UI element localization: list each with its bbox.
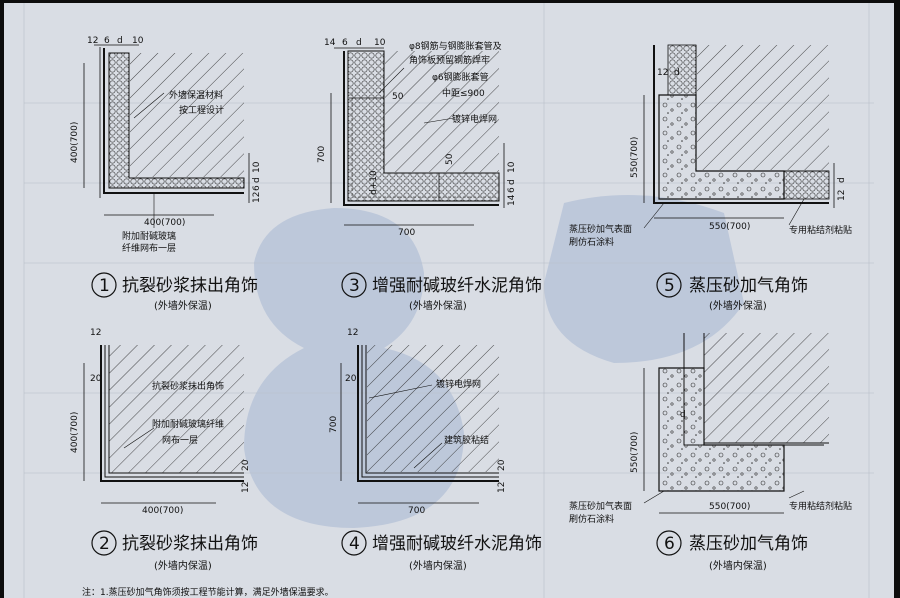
detail-1-number-badge: 1 <box>91 272 117 298</box>
detail-2-number-badge: 2 <box>91 530 117 556</box>
footnote: 注：1.蒸压砂加气角饰须按工程节能计算，满足外墙保温要求。 <box>82 586 334 598</box>
detail-3-label-1: φ8钢筋与钢膨胀套管及 <box>409 40 502 52</box>
detail-2-dim-vertical: 400(700) <box>70 412 80 453</box>
detail-6-drawing <box>643 333 829 514</box>
detail-4-subtitle: (外墙内保温) <box>409 559 467 572</box>
detail-3-dim-top-b: 6 <box>342 38 348 48</box>
detail-4-label-1: 镀锌电焊网 <box>436 378 481 390</box>
detail-6-label-3: 专用粘结剂粘贴 <box>789 500 852 512</box>
detail-6-number-badge: 6 <box>656 530 682 556</box>
detail-1-label-4: 纤维网布一层 <box>122 242 176 254</box>
svg-text:1: 1 <box>99 276 110 296</box>
detail-2-title: 抗裂砂浆抹出角饰 <box>122 534 258 554</box>
detail-6-label-2: 刷仿石涂料 <box>569 513 614 525</box>
detail-3-label-4: 中距≤900 <box>442 87 485 99</box>
detail-4-drawing <box>340 345 499 504</box>
detail-1-label-3: 附加耐碱玻璃 <box>122 230 176 242</box>
detail-3-dim-right-d: 14 <box>507 194 517 206</box>
detail-1-title: 抗裂砂浆抹出角饰 <box>122 276 258 296</box>
detail-2-label-2: 附加耐碱玻璃纤维 <box>152 418 224 430</box>
detail-5-label-2: 刷仿石涂料 <box>569 236 614 248</box>
detail-1-dim-top-c: d <box>117 36 123 46</box>
detail-2-dim-right-b: 12 <box>241 482 251 493</box>
detail-1-dim-top-b: 6 <box>104 36 110 46</box>
detail-4-label-2: 建筑胶粘结 <box>444 434 489 446</box>
detail-5-number-badge: 5 <box>656 272 682 298</box>
detail-1-dim-top-a: 12 <box>87 36 98 46</box>
svg-text:4: 4 <box>349 534 360 554</box>
detail-4-title: 增强耐碱玻纤水泥角饰 <box>372 534 542 554</box>
detail-6-dim-bottom: 550(700) <box>709 502 750 512</box>
detail-2-label-3: 网布一层 <box>162 434 198 446</box>
detail-5-subtitle: (外墙外保温) <box>709 299 767 312</box>
detail-5-label-1: 蒸压砂加气表面 <box>569 223 632 235</box>
detail-5-dim-bottom: 550(700) <box>709 222 750 232</box>
detail-5-drawing <box>643 44 835 229</box>
detail-3-label-5: 镀锌电焊网 <box>452 113 497 125</box>
detail-3-number-badge: 3 <box>341 272 367 298</box>
detail-1-dim-vertical: 400(700) <box>70 122 80 163</box>
detail-3-dim-right-a: 10 <box>507 161 517 173</box>
detail-5-dim-right-b: 12 <box>837 190 847 201</box>
detail-3-title: 增强耐碱玻纤水泥角饰 <box>372 276 542 296</box>
detail-3-dim-top-a: 14 <box>324 38 336 48</box>
detail-3-label-3: φ6钢膨胀套管 <box>432 71 489 83</box>
detail-3-label-2: 角饰板预留钢筋焊牢 <box>409 54 490 66</box>
detail-1-dim-top-d: 10 <box>132 36 144 46</box>
detail-1-dim-right-b: d <box>252 177 262 183</box>
detail-2-drawing <box>83 345 244 504</box>
detail-4-dim-right-b: 12 <box>497 482 507 493</box>
detail-3-dim-vertical: 700 <box>317 146 327 163</box>
detail-4-number-badge: 4 <box>341 530 367 556</box>
detail-2-dim-left-small: 20 <box>90 374 102 384</box>
detail-5-title: 蒸压砂加气角饰 <box>689 276 808 296</box>
detail-5-dim-top-a: 12 <box>657 68 668 78</box>
detail-6-label-1: 蒸压砂加气表面 <box>569 500 632 512</box>
detail-1-dim-right-c: 6 <box>252 185 262 191</box>
detail-1-dim-right-a: 10 <box>252 161 262 173</box>
detail-4-dim-right-a: 20 <box>497 459 507 471</box>
detail-4-dim-bottom: 700 <box>408 506 425 516</box>
drawing-sheet: 12 6 d 10 400(700) 10 d 6 12 400(700) 外墙… <box>4 3 894 598</box>
detail-6-subtitle: (外墙内保温) <box>709 559 767 572</box>
detail-2-dim-right-a: 20 <box>241 459 251 471</box>
detail-2-dim-top: 12 <box>90 328 101 338</box>
svg-text:5: 5 <box>664 276 675 296</box>
detail-1-label-2: 按工程设计 <box>179 104 224 116</box>
detail-3-subtitle: (外墙外保温) <box>409 299 467 312</box>
detail-3-drawing <box>330 47 505 226</box>
detail-1-drawing <box>83 44 250 228</box>
detail-3-dim-bottom: 700 <box>398 228 415 238</box>
detail-2-dim-bottom: 400(700) <box>142 506 183 516</box>
detail-4-dim-left-small: 20 <box>345 374 357 384</box>
detail-3-dim-right-c: 6 <box>507 187 517 193</box>
svg-text:2: 2 <box>99 534 110 554</box>
svg-text:3: 3 <box>349 276 360 296</box>
detail-2-label-1: 抗裂砂浆抹出角饰 <box>152 380 224 392</box>
detail-3-dim-right-b: d <box>507 179 517 185</box>
detail-4-dim-top: 12 <box>347 328 358 338</box>
detail-1-label-1: 外墙保温材料 <box>169 89 223 101</box>
detail-3-dim-inner-c: d+10 <box>369 170 379 195</box>
detail-6-title: 蒸压砂加气角饰 <box>689 534 808 554</box>
detail-5-label-3: 专用粘结剂粘贴 <box>789 224 852 236</box>
detail-5-dim-right-a: d <box>837 177 847 183</box>
svg-text:6: 6 <box>664 534 675 554</box>
detail-6-dim-vertical: 550(700) <box>630 432 640 473</box>
detail-3-dim-top-d: 10 <box>374 38 386 48</box>
detail-3-dim-inner-a: 50 <box>392 92 404 102</box>
detail-5-dim-top-b: d <box>674 68 680 78</box>
detail-5-dim-vertical: 550(700) <box>630 137 640 178</box>
detail-6-dim-inner: d <box>680 410 686 420</box>
detail-3-dim-inner-b: 50 <box>445 153 455 165</box>
detail-2-subtitle: (外墙内保温) <box>154 559 212 572</box>
detail-1-subtitle: (外墙外保温) <box>154 299 212 312</box>
detail-3-dim-top-c: d <box>356 38 362 48</box>
detail-1-dim-bottom: 400(700) <box>144 218 185 228</box>
detail-1-dim-right-d: 12 <box>252 192 262 203</box>
detail-4-dim-vertical: 700 <box>329 416 339 433</box>
